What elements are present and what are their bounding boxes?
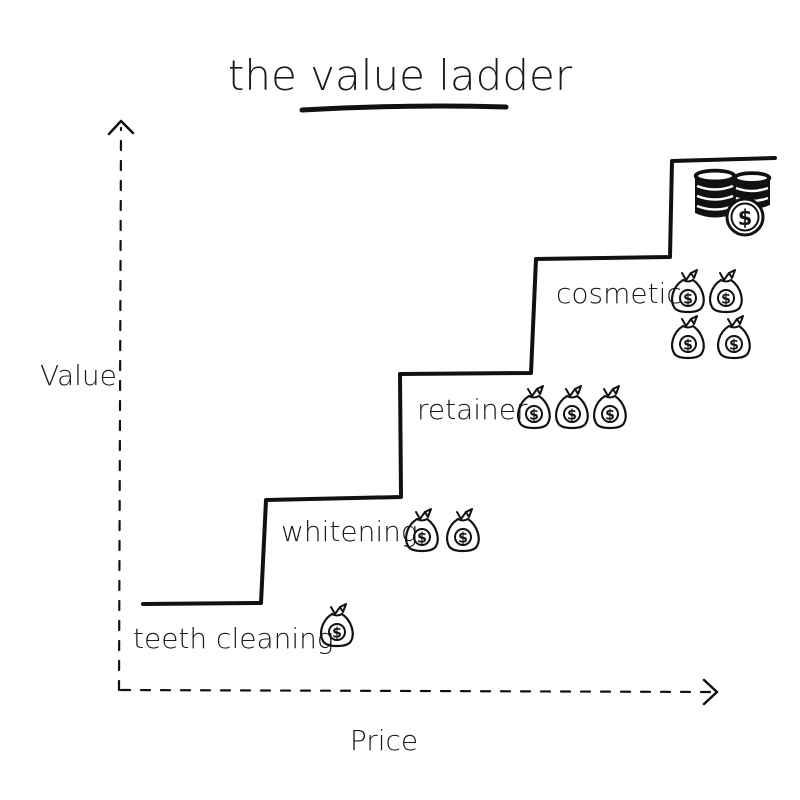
y-axis-arrowhead bbox=[107, 119, 135, 136]
svg-text:$: $ bbox=[738, 206, 753, 230]
money-bag-icon bbox=[708, 268, 743, 314]
x-axis-label: Price bbox=[350, 724, 418, 757]
money-bag-icon bbox=[554, 384, 589, 430]
step-teeth-cleaning: teeth cleaning bbox=[133, 602, 354, 655]
step-label: teeth cleaning bbox=[133, 622, 334, 655]
step-retainer: retainer bbox=[417, 384, 627, 430]
x-axis bbox=[119, 678, 719, 706]
y-axis bbox=[107, 119, 135, 692]
diagram-title: the value ladder bbox=[228, 51, 573, 100]
step-label: cosmetic bbox=[556, 277, 682, 310]
coin-stack-dollar-icon: $ bbox=[693, 168, 772, 237]
step-cosmetic: cosmetic bbox=[556, 268, 751, 360]
y-axis-label: Value bbox=[40, 359, 117, 392]
money-bag-icon bbox=[592, 384, 627, 430]
title-underline bbox=[299, 103, 509, 113]
x-axis-arrowhead bbox=[702, 678, 719, 706]
money-bag-icon bbox=[716, 314, 751, 360]
step-whitening: whitening bbox=[281, 507, 480, 553]
step-label: whitening bbox=[281, 515, 418, 548]
money-bag-icon bbox=[670, 314, 705, 360]
money-bag-icon bbox=[445, 507, 480, 553]
ladder-staircase bbox=[141, 156, 777, 606]
step-label: retainer bbox=[417, 393, 528, 426]
